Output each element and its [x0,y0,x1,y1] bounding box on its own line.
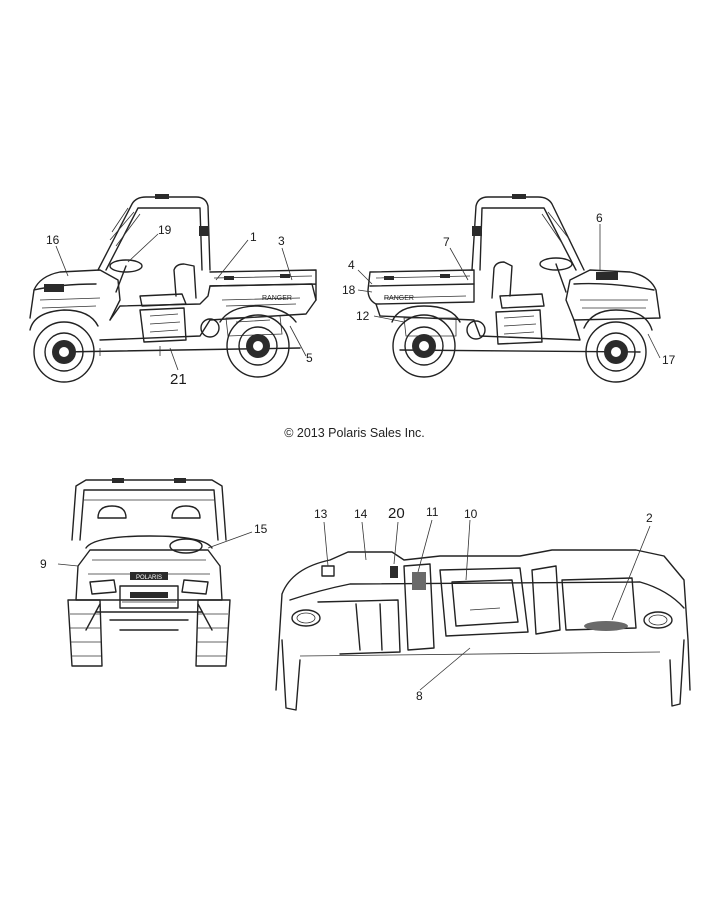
dash-panel-detail [275,519,691,711]
callout-9: 9 [40,557,47,571]
callout-21: 21 [170,371,187,388]
copyright-notice: © 2013 Polaris Sales Inc. [284,426,425,440]
callout-8: 8 [416,689,423,703]
callout-2: 2 [646,511,653,525]
callout-13: 13 [314,507,328,521]
vehicle-side-view-right: RANGER [357,194,661,383]
vehicle-front-view: POLARIS [57,478,253,667]
ranger-decal-left: RANGER [262,295,292,302]
callout-5: 5 [306,351,313,365]
callout-18: 18 [342,283,356,297]
callout-4: 4 [348,258,355,272]
callout-10: 10 [464,507,478,521]
callout-11: 11 [426,505,439,519]
callout-3: 3 [278,234,285,248]
callout-14: 14 [354,507,368,521]
callout-17: 17 [662,353,676,367]
callout-1: 1 [250,230,257,244]
callout-7: 7 [443,235,450,249]
callout-20: 20 [388,505,405,522]
callout-15: 15 [254,522,268,536]
callout-16: 16 [46,233,60,247]
polaris-badge: POLARIS [136,575,162,581]
vehicle-side-view-left: RANGER [29,194,317,383]
ranger-decal-right: RANGER [384,295,414,302]
callout-6: 6 [596,211,603,225]
callout-19: 19 [158,223,172,237]
callout-12: 12 [356,309,370,323]
